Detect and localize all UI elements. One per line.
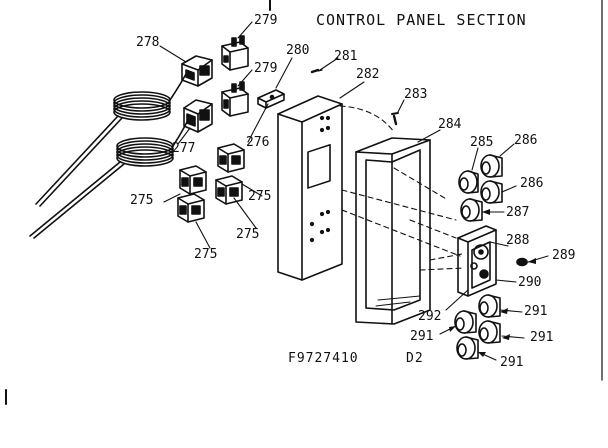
assembly-dashed-lines: [339, 105, 465, 271]
callout-291-a: 291: [524, 304, 548, 319]
callout-281: 281: [334, 49, 358, 64]
callout-291-d: 291: [410, 329, 434, 344]
switch-279-upper: [221, 35, 249, 71]
control-panel-282: [277, 95, 343, 281]
knob-286-a: [480, 154, 503, 178]
callout-288: 288: [506, 233, 530, 248]
switch-275-d: [177, 193, 205, 223]
callout-286-a: 286: [514, 133, 538, 148]
callout-286-b: 286: [520, 176, 544, 191]
callout-275-a: 275: [130, 193, 154, 208]
callout-278: 278: [136, 35, 160, 50]
callout-280: 280: [286, 43, 310, 58]
leader-arrowheads: [449, 209, 536, 357]
control-housing-284: [355, 137, 431, 325]
callout-285: 285: [470, 135, 494, 150]
knob-291-b: [454, 310, 477, 334]
callout-282: 282: [356, 67, 380, 82]
screw-283: [391, 112, 399, 126]
switch-275-a: [217, 143, 245, 173]
knob-291-a: [478, 294, 501, 318]
callout-275-c: 275: [236, 227, 260, 242]
knob-285: [458, 170, 479, 194]
callout-291-c: 291: [500, 355, 524, 370]
callout-290: 290: [518, 275, 542, 290]
callout-292: 292: [418, 309, 442, 324]
knob-291-c: [478, 320, 501, 344]
callout-287: 287: [506, 205, 530, 220]
knob-287: [460, 198, 483, 222]
callout-279-b: 279: [254, 61, 278, 76]
callout-291-b: 291: [530, 330, 554, 345]
callout-275-d: 275: [194, 247, 218, 262]
switch-275-c: [215, 175, 243, 205]
callout-277: 277: [172, 141, 196, 156]
switch-275-b: [179, 165, 207, 195]
thermostat-278: [181, 55, 213, 87]
callout-284: 284: [438, 117, 462, 132]
thermostat-277: [183, 99, 213, 133]
callout-289: 289: [552, 248, 576, 263]
capillary-coil-upper: [35, 73, 187, 207]
callout-279-a: 279: [254, 13, 278, 28]
revision-code: D2: [406, 351, 424, 366]
knob-286-b: [480, 180, 503, 204]
bracket-276: [257, 89, 285, 109]
callout-275-b: 275: [248, 189, 272, 204]
capillary-coil-lower: [29, 119, 189, 239]
clip-289: [516, 257, 528, 267]
callout-283: 283: [404, 87, 428, 102]
switch-279-lower: [221, 81, 249, 117]
callout-276: 276: [246, 135, 270, 150]
diagram-title: CONTROL PANEL SECTION: [316, 11, 527, 29]
knob-291-d: [456, 336, 479, 360]
timer-module-288: [457, 225, 497, 297]
figure-code: F9727410: [288, 351, 359, 366]
